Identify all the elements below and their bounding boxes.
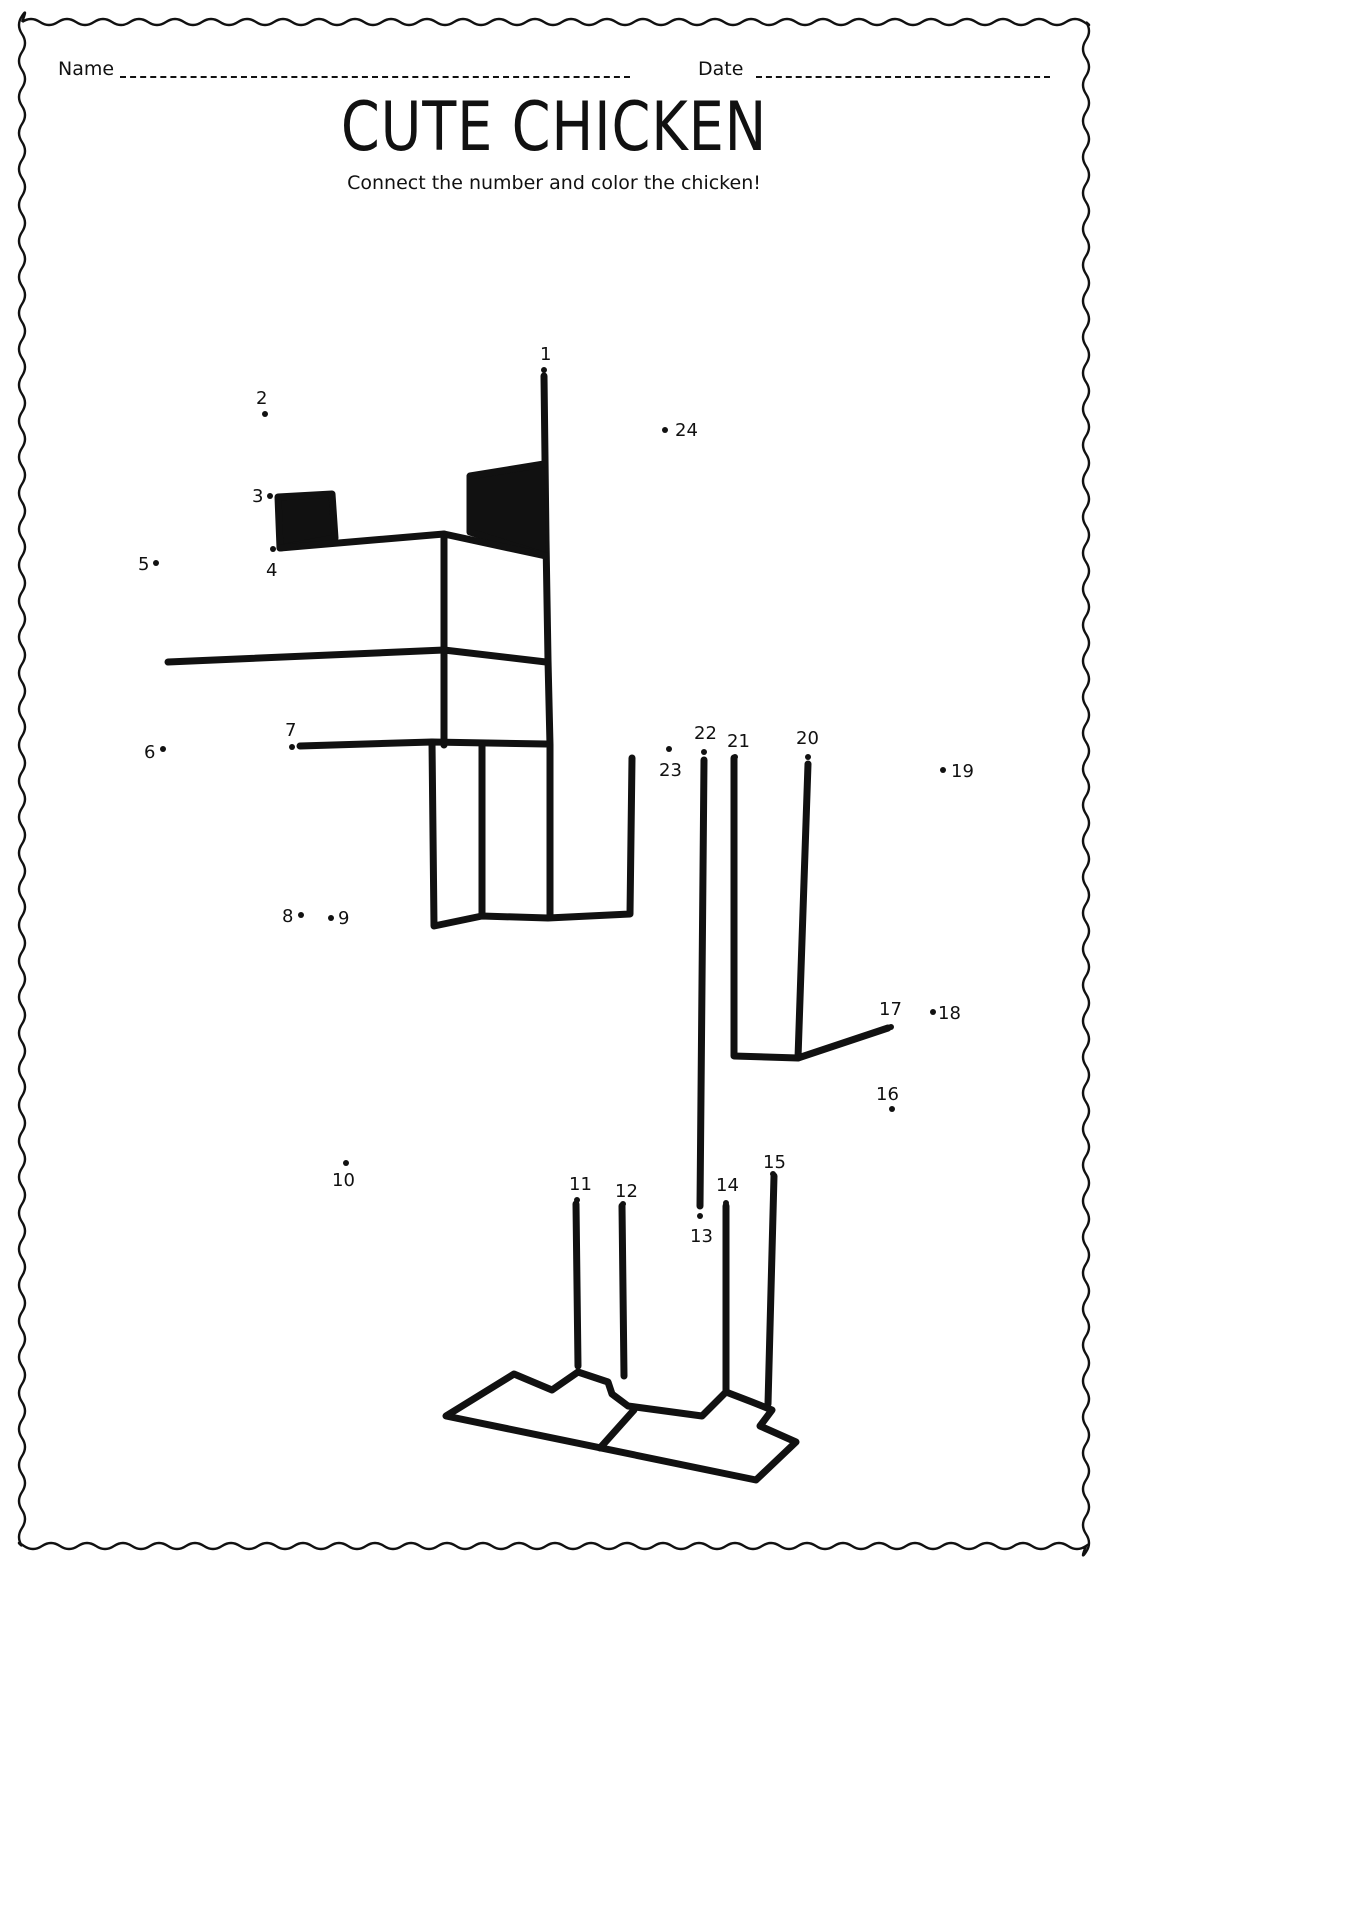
dot-1: 1 — [540, 344, 551, 373]
name-label: Name — [58, 58, 115, 80]
dot-point — [662, 427, 668, 433]
dot-number-label: 10 — [332, 1170, 355, 1191]
dot-14: 14 — [716, 1175, 739, 1206]
neck-line — [540, 372, 554, 920]
dot-number-label: 12 — [615, 1181, 638, 1202]
dot-number-label: 13 — [690, 1226, 713, 1247]
tail-line-21 — [730, 754, 892, 1062]
worksheet-instruction: Connect the number and color the chicken… — [347, 172, 761, 194]
dot-4: 4 — [266, 546, 277, 581]
dot-19: 19 — [940, 761, 974, 782]
comb-front — [466, 460, 550, 560]
dot-point — [574, 1197, 580, 1203]
dot-number-label: 20 — [796, 728, 819, 749]
leg-left-b — [618, 1202, 628, 1380]
dot-9: 9 — [328, 908, 349, 929]
dot-point — [289, 744, 295, 750]
dot-number-label: 18 — [938, 1003, 961, 1024]
dot-point — [541, 367, 547, 373]
dot-8: 8 — [282, 906, 304, 927]
dot-point — [805, 754, 811, 760]
leg-right-b — [764, 1172, 778, 1408]
dot-number-label: 16 — [876, 1084, 899, 1105]
worksheet-title: CUTE CHICKEN — [340, 88, 768, 167]
dot-point — [770, 1171, 776, 1177]
dot-number-label: 17 — [879, 999, 902, 1020]
dot-7: 7 — [285, 720, 296, 750]
dot-number-label: 9 — [338, 908, 349, 929]
border-wave — [17, 11, 1091, 1557]
dot-point — [940, 767, 946, 773]
tail-line-20 — [794, 760, 812, 1062]
dot-number-label: 19 — [951, 761, 974, 782]
tail-line-22 — [696, 756, 708, 1210]
dot-number-label: 14 — [716, 1175, 739, 1196]
dot-point — [732, 754, 738, 760]
dot-number-label: 6 — [144, 742, 155, 763]
date-field-line[interactable] — [756, 76, 1050, 78]
dot-number-label: 4 — [266, 560, 277, 581]
dot-13: 13 — [690, 1213, 713, 1247]
dot-point — [697, 1213, 703, 1219]
dot-11: 11 — [569, 1174, 592, 1203]
face-mid-line — [164, 646, 550, 666]
dot-number-label: 8 — [282, 906, 293, 927]
front-body — [428, 738, 636, 930]
dot-number-label: 24 — [675, 420, 698, 441]
dot-16: 16 — [876, 1084, 899, 1112]
dot-3: 3 — [252, 486, 273, 507]
dot-22: 22 — [694, 723, 717, 755]
dot-number-label: 5 — [138, 554, 149, 575]
dot-number-label: 11 — [569, 1174, 592, 1195]
dot-15: 15 — [763, 1152, 786, 1177]
dot-18: 18 — [930, 1003, 961, 1024]
dot-point — [666, 746, 672, 752]
dot-number-label: 1 — [540, 344, 551, 365]
dot-point — [262, 411, 268, 417]
dot-17: 17 — [879, 999, 902, 1030]
dot-number-label: 15 — [763, 1152, 786, 1173]
dot-point — [343, 1160, 349, 1166]
dot-number-label: 22 — [694, 723, 717, 744]
feet-divider — [596, 1406, 638, 1452]
feet-outline — [442, 1368, 800, 1484]
dot-23: 23 — [659, 746, 682, 781]
dot-number-label: 3 — [252, 486, 263, 507]
dot-5: 5 — [138, 554, 159, 575]
dot-point — [267, 493, 273, 499]
dot-24: 24 — [662, 420, 698, 441]
date-label: Date — [698, 58, 744, 80]
dot-point — [153, 560, 159, 566]
dot-point — [160, 746, 166, 752]
dot-point — [930, 1009, 936, 1015]
chicken-outline — [164, 372, 892, 1484]
neck-bottom-line — [296, 738, 550, 750]
dot-12: 12 — [615, 1181, 638, 1207]
comb-back — [274, 490, 339, 552]
dot-20: 20 — [796, 728, 819, 760]
dot-21: 21 — [727, 731, 750, 760]
dot-point — [270, 546, 276, 552]
wavy-border — [17, 11, 1091, 1557]
dot-number-label: 21 — [727, 731, 750, 752]
leg-left-a — [572, 1200, 582, 1370]
dot-point — [620, 1201, 626, 1207]
dot-point — [889, 1106, 895, 1112]
dot-point — [328, 915, 334, 921]
dot-number-label: 2 — [256, 388, 267, 409]
worksheet-page: Name Date CUTE CHICKEN Connect the numbe… — [17, 11, 1091, 1557]
dot-point — [723, 1200, 729, 1206]
dot-2: 2 — [256, 388, 268, 417]
dot-6: 6 — [144, 742, 166, 763]
dot-10: 10 — [332, 1160, 355, 1191]
dot-point — [298, 912, 304, 918]
name-field-line[interactable] — [120, 76, 630, 78]
dot-point — [888, 1024, 894, 1030]
dot-point — [701, 749, 707, 755]
dot-number-label: 23 — [659, 760, 682, 781]
dot-number-label: 7 — [285, 720, 296, 741]
